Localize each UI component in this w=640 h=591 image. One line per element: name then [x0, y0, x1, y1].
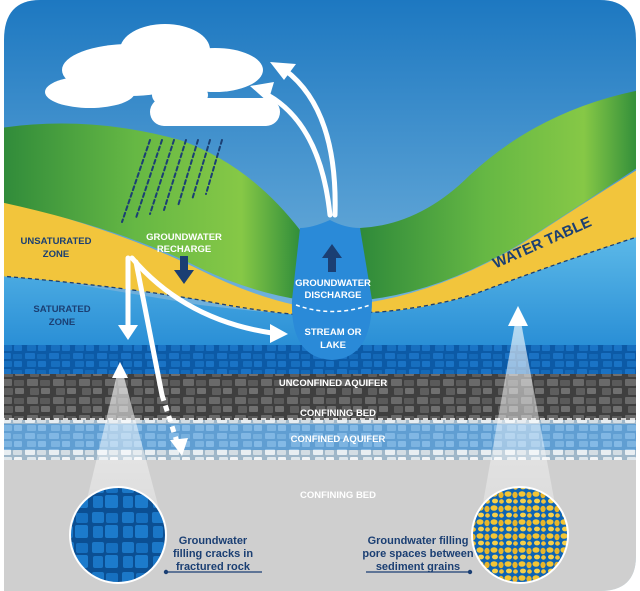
saturated-label-1: SATURATED: [33, 304, 90, 315]
sediment-grains-circle: [471, 486, 569, 584]
discharge-label-2: DISCHARGE: [304, 290, 361, 301]
right-zoom-beam: [480, 306, 558, 520]
caption-left-line-2: filling cracks in: [173, 548, 253, 560]
caption-right-line-3: sediment grains: [376, 561, 460, 573]
stream-label-2: LAKE: [320, 340, 346, 351]
discharge-arrow: [322, 244, 342, 272]
cloud-icon: [45, 24, 280, 126]
recharge-label-2: RECHARGE: [157, 244, 211, 255]
fractured-rock-circle: [69, 486, 167, 584]
left-zoom-beam: [82, 362, 162, 520]
confined-aquifer-label: CONFINED AQUIFER: [291, 434, 386, 445]
recharge-label-1: GROUNDWATER: [146, 232, 222, 243]
saturated-zone: [4, 236, 636, 345]
confining-bed-upper-label: CONFINING BED: [300, 408, 376, 419]
unsaturated-label-2: ZONE: [43, 249, 69, 260]
unconfined-aquifer-label: UNCONFINED AQUIFER: [279, 378, 388, 389]
caption-left-line-1: Groundwater: [179, 535, 248, 547]
recharge-arrow: [174, 256, 194, 284]
discharge-label-1: GROUNDWATER: [295, 278, 371, 289]
unsaturated-zone: [4, 168, 636, 315]
caption-right-line-2: pore spaces between: [362, 548, 474, 560]
caption-left-line-3: fractured rock: [176, 561, 251, 573]
stream-label-1: STREAM OR: [305, 327, 362, 338]
confining-bed-lower-label: CONFINING BED: [300, 490, 376, 501]
unsaturated-label-1: UNSATURATED: [21, 236, 92, 247]
caption-right-line-1: Groundwater filling: [368, 535, 469, 547]
rain-icon: [121, 139, 223, 223]
recharge-arrows: [125, 255, 275, 398]
evaporation-arrows: [259, 67, 338, 218]
left-hill: [4, 123, 302, 300]
saturated-label-2: ZONE: [49, 317, 75, 328]
right-hill: [360, 90, 636, 300]
stream-or-lake: [291, 220, 372, 360]
